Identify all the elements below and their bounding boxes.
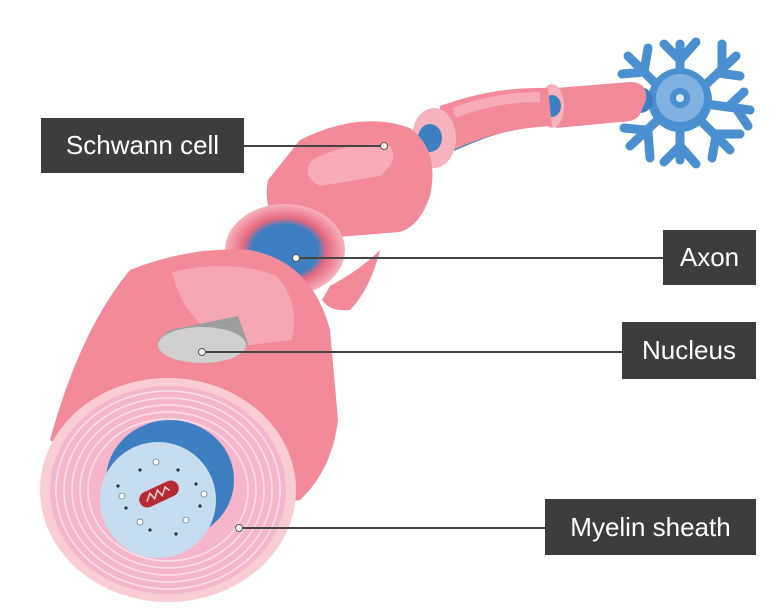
schwann-segment-middle — [225, 121, 433, 311]
schwann-segment-distal — [412, 82, 647, 168]
schwann-cell-label: Schwann cell — [41, 118, 244, 173]
nucleus-marker — [198, 348, 206, 356]
axon-leader-line — [297, 257, 663, 259]
schwann-cell-leader-line — [244, 145, 384, 147]
myelin-sheath-label: Myelin sheath — [545, 499, 756, 555]
nucleus-label: Nucleus — [622, 322, 756, 379]
nucleus — [158, 316, 248, 363]
mitochondrion — [139, 480, 179, 508]
nucleus-leader-line — [204, 351, 622, 353]
schwann-cell-marker — [380, 142, 388, 150]
neuron-cell-body — [617, 37, 755, 169]
axon-marker — [292, 254, 300, 262]
axon-label: Axon — [663, 230, 756, 285]
myelin-sheath-marker — [235, 524, 243, 532]
myelin-sheath-leader-line — [240, 527, 545, 529]
